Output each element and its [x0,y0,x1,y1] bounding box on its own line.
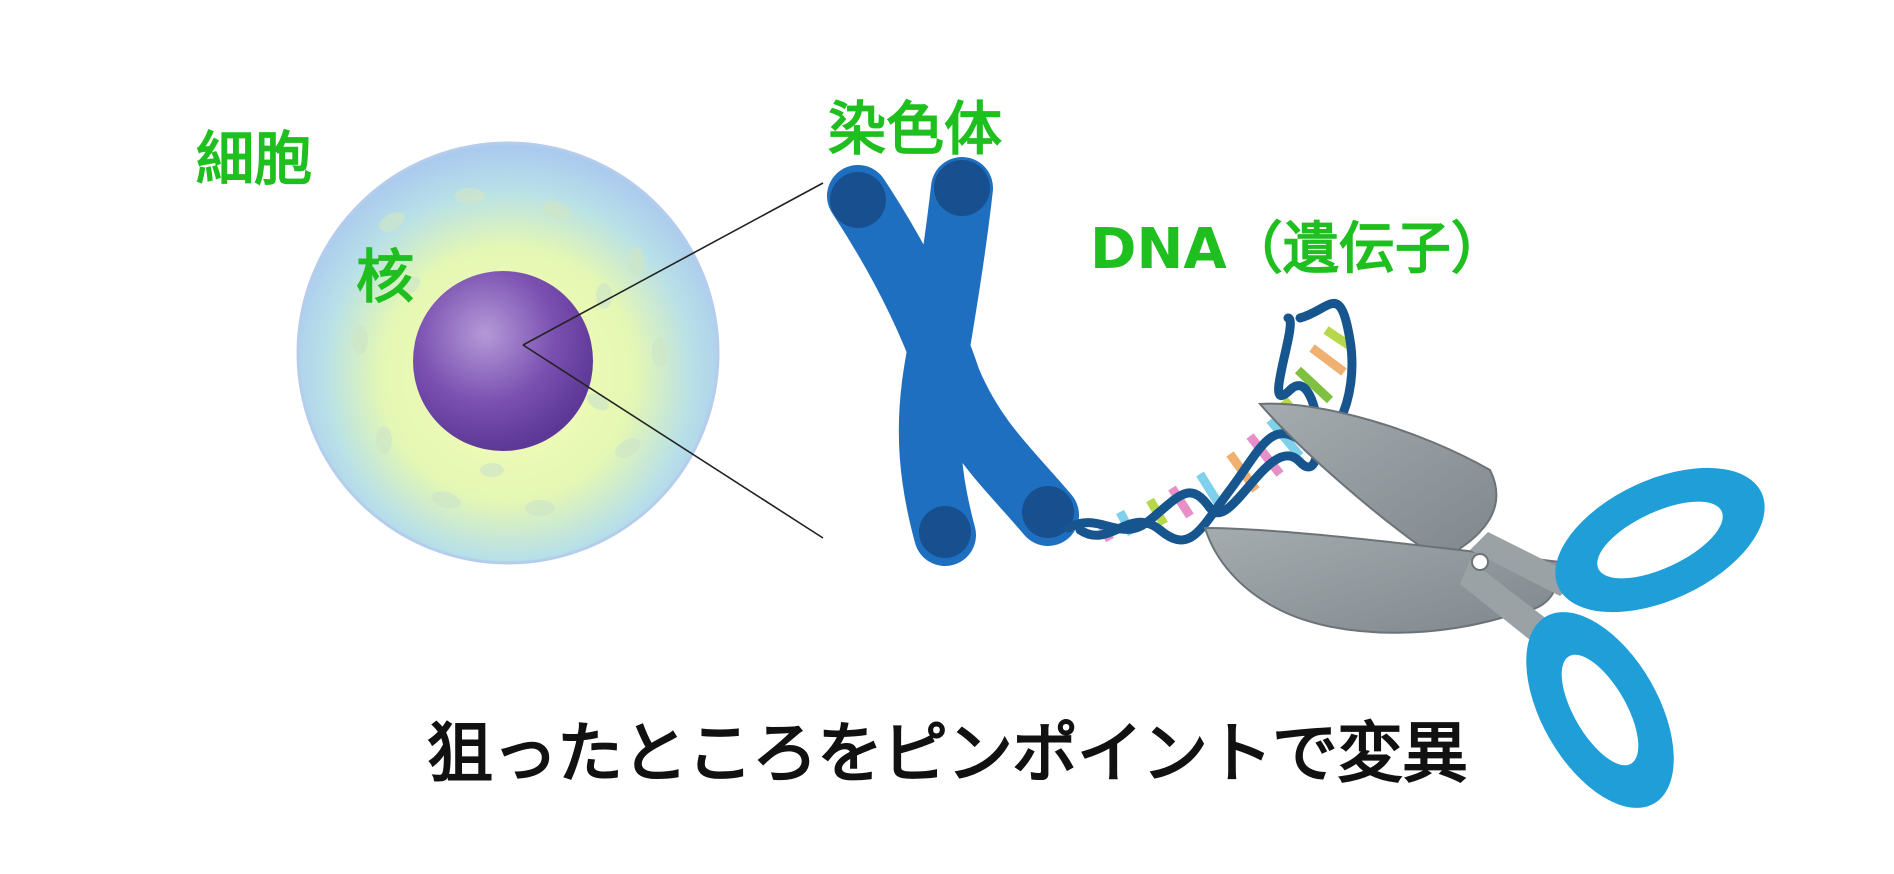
label-cell: 細胞 [196,125,313,193]
label-dna: DNA（遺伝子） [1090,217,1507,282]
chromosome-illustration [827,157,1079,566]
label-nucleus: 核 [356,243,415,311]
label-chromosome: 染色体 [828,95,1003,163]
nucleus-illustration [413,271,593,451]
scissors-illustration [1203,402,1765,808]
caption-text: 狙ったところをピンポイントで変異 [427,715,1468,792]
cell-illustration [296,141,720,565]
zoom-lines [522,182,824,539]
